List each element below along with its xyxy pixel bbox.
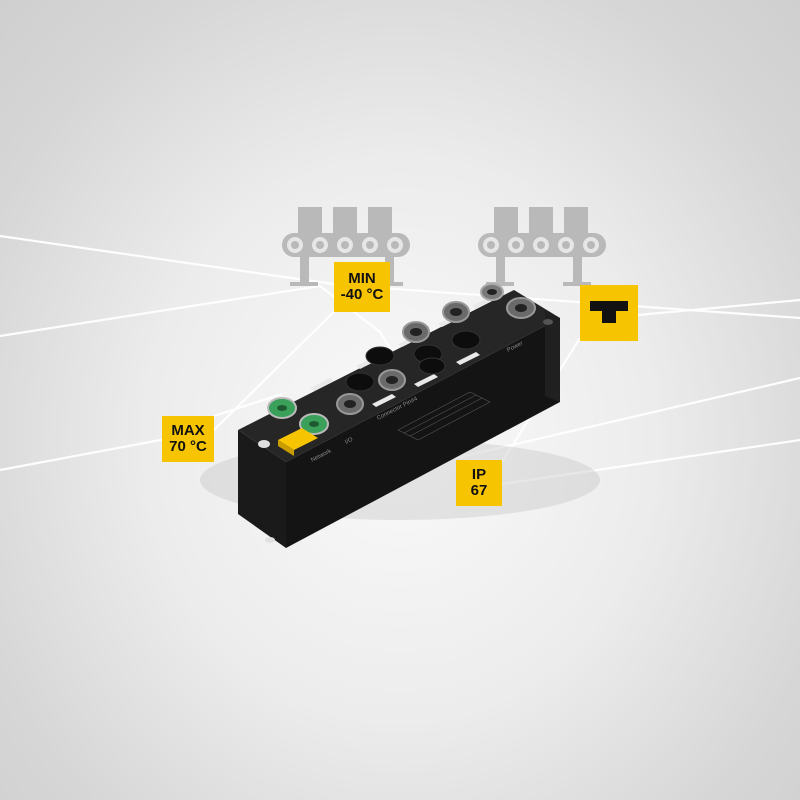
- logo-bar: [590, 301, 628, 311]
- label-io: I/O: [344, 437, 354, 446]
- max-temperature-value: 70 °C: [169, 438, 207, 455]
- turck-logo-icon: [580, 285, 638, 341]
- max-temperature-label: MAX: [171, 422, 205, 440]
- m12-connectors: [336, 283, 536, 415]
- min-temperature-badge: MIN -40 °C: [334, 262, 390, 312]
- device-front-face: [238, 430, 286, 548]
- device-yellow-tag: [278, 428, 318, 450]
- network-connectors: [267, 397, 329, 435]
- ip-rating-label: IP: [471, 466, 487, 484]
- logo-stem: [602, 309, 616, 323]
- min-temperature-value: -40 °C: [340, 286, 384, 303]
- ip-rating-value: 67: [470, 482, 488, 499]
- conveyor-icon-right: [478, 207, 606, 286]
- port-caps: [345, 330, 481, 392]
- conveyor-icon-left: [282, 207, 410, 286]
- max-temperature-badge: MAX 70 °C: [162, 416, 214, 462]
- device-side-face: [286, 318, 560, 548]
- device-print-table: [397, 391, 491, 441]
- min-temperature-label: MIN: [348, 270, 376, 288]
- ip-rating-badge: IP 67: [456, 460, 502, 506]
- io-module-device: Network I/O Connector Pin#4 Power: [238, 283, 560, 548]
